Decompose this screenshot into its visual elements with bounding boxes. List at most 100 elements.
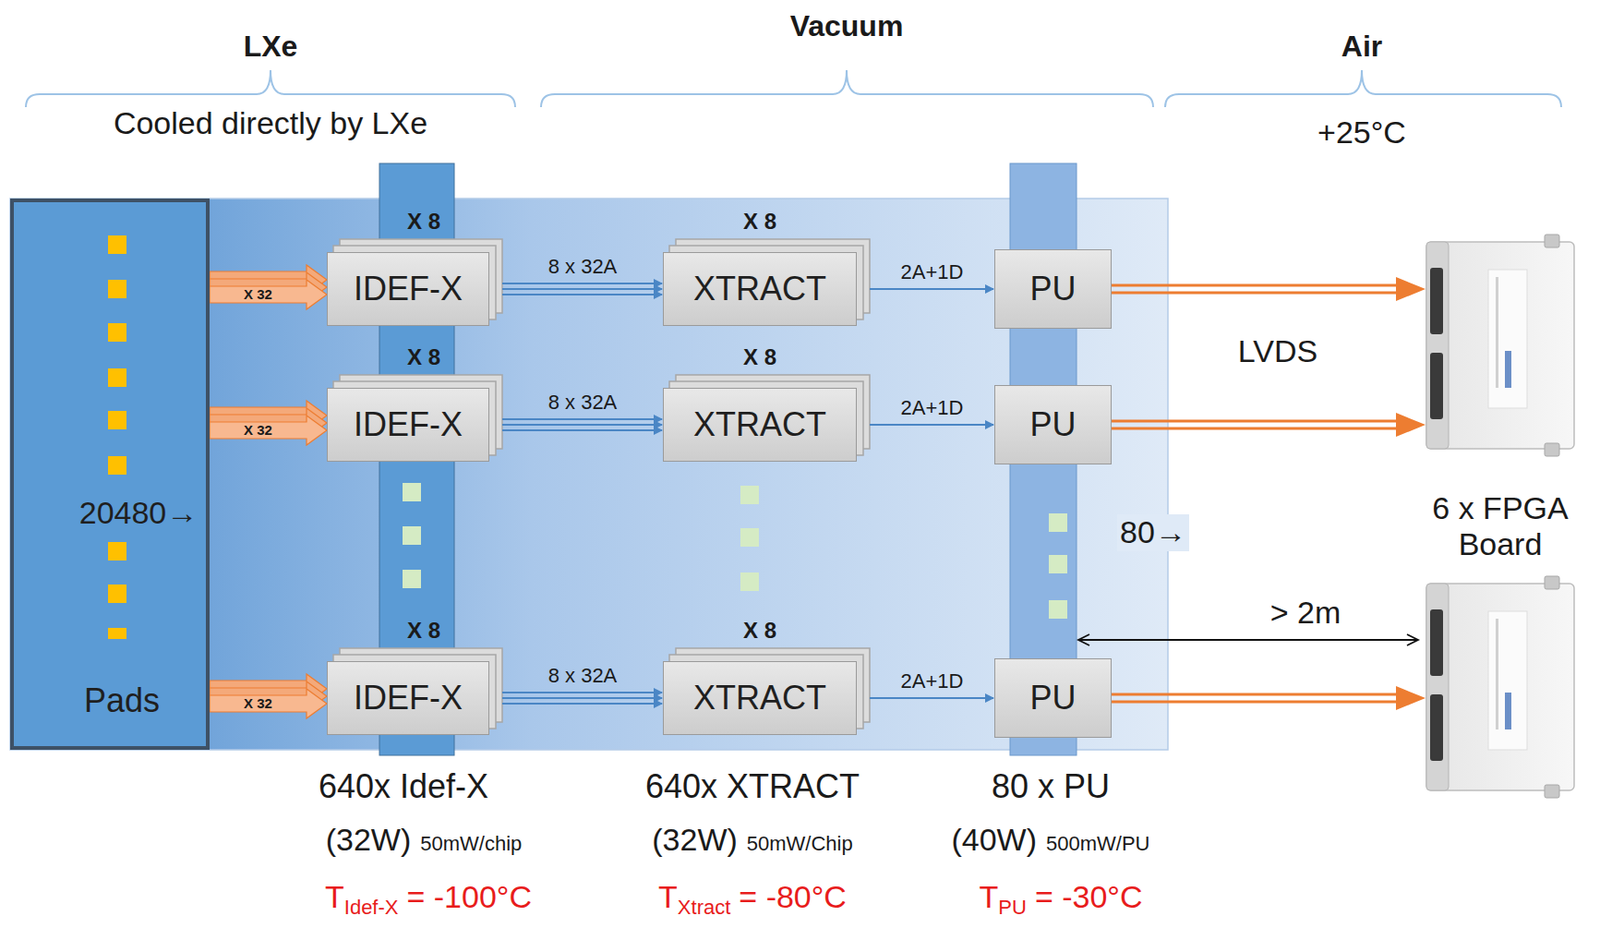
chip-name: IDEF-X — [353, 678, 463, 717]
multiplicity: X 8 — [743, 208, 777, 235]
region-note: +25°C — [1317, 114, 1407, 151]
temperature-value: = -100°C — [406, 878, 532, 915]
multiplicity: X 8 — [407, 617, 441, 644]
spec-line: (32W) 50mW/chip — [325, 821, 523, 858]
lvds-arrowhead — [1395, 276, 1426, 710]
signal-label: 2A+1D — [901, 396, 964, 420]
temperature-subscript: Xtract — [677, 895, 731, 919]
power-per-chip: 50mW/chip — [420, 831, 522, 855]
xtract-chip: XTRACT — [662, 252, 857, 326]
processing-unit: PU — [994, 249, 1112, 329]
signal-line — [869, 288, 994, 290]
link-type: LVDS — [1238, 333, 1318, 370]
chip-count: 640x XTRACT — [645, 767, 860, 806]
signal-line — [502, 283, 662, 295]
signal-line — [502, 691, 662, 694]
vacuum-panel — [10, 198, 1168, 750]
signal-bundle-arrow — [209, 264, 327, 310]
signal-bundle-arrow — [209, 415, 327, 446]
temperature-subscript: PU — [998, 895, 1027, 919]
fpga-board — [1426, 234, 1575, 457]
signal-line — [502, 282, 662, 285]
signal-bundle-arrow — [209, 400, 327, 446]
signal-label: 8 x 32A — [548, 390, 618, 414]
signal-label: X 32 — [241, 287, 275, 302]
signal-line — [869, 424, 994, 426]
signal-label: 8 x 32A — [548, 254, 618, 278]
power-per-chip: 500mW/PU — [1046, 831, 1150, 855]
signal-bundle-arrow — [209, 279, 327, 310]
xtract-chip: XTRACT — [662, 661, 857, 735]
xtract-chip: XTRACT — [662, 387, 857, 462]
chip-name: IDEF-X — [353, 405, 463, 444]
signal-line — [502, 423, 662, 426]
power-per-chip: 50mW/Chip — [746, 831, 854, 855]
channel-count: 20480→ — [79, 494, 199, 531]
signal-label: 2A+1D — [901, 260, 964, 284]
temperature-symbol: T — [658, 878, 678, 915]
signal-line — [502, 702, 662, 705]
signal-line — [502, 697, 662, 699]
power-total: (32W) — [325, 821, 412, 858]
temperature-symbol: T — [324, 878, 345, 915]
region-brace — [25, 70, 1562, 108]
board-label: 6 x FPGA Board — [1407, 490, 1593, 563]
region-title: Vacuum — [790, 9, 904, 44]
temperature-value: = -80°C — [738, 878, 847, 915]
signal-line — [502, 419, 662, 431]
lxe-volume — [10, 198, 210, 750]
chip-name: PU — [1029, 269, 1076, 308]
signal-line — [869, 288, 994, 290]
temperature-subscript: Idef-X — [344, 895, 399, 919]
multiplicity: X 8 — [407, 344, 441, 371]
signal-line — [869, 423, 994, 426]
chip-name: IDEF-X — [353, 269, 463, 308]
dimension: > 2m — [1270, 594, 1342, 631]
spec-line: TXtract= -80°C — [658, 878, 847, 915]
signal-line — [502, 288, 662, 290]
signal-line — [869, 697, 994, 699]
signal-bundle-arrow — [209, 688, 327, 719]
chip-count: 80 x PU — [991, 767, 1110, 806]
region-note: Cooled directly by LXe — [113, 105, 428, 142]
idefx-chip: IDEF-X — [326, 661, 490, 735]
temperature-symbol: T — [979, 878, 999, 915]
idefx-chip: IDEF-X — [326, 387, 490, 462]
chip-name: PU — [1029, 678, 1076, 717]
multiplicity: X 8 — [743, 617, 777, 644]
chip-name: XTRACT — [693, 405, 827, 444]
power-total: (40W) — [950, 821, 1037, 858]
pad-squares — [108, 235, 127, 639]
region-title: LXe — [243, 29, 299, 64]
dimension-arrow — [1078, 634, 1419, 646]
signal-line — [502, 692, 662, 704]
fpga-board — [1426, 576, 1575, 798]
chip-name: XTRACT — [693, 269, 827, 308]
pad-array: 20480→ Pads — [10, 198, 210, 750]
chip-name: PU — [1029, 405, 1076, 444]
processing-unit: PU — [994, 384, 1112, 465]
signal-line — [502, 293, 662, 296]
power-total: (32W) — [651, 821, 738, 858]
channel-count: 80→ — [1117, 514, 1190, 551]
signal-label: X 32 — [241, 696, 275, 711]
region-title: Air — [1341, 29, 1383, 64]
signal-line — [502, 418, 662, 421]
continuation-dots — [402, 482, 1068, 619]
signal-line — [869, 697, 994, 699]
spec-line: (40W) 500mW/PU — [950, 821, 1150, 858]
signal-label: 2A+1D — [901, 669, 964, 693]
spec-line: TPU= -30°C — [979, 878, 1143, 915]
signal-label: X 32 — [241, 422, 275, 438]
multiplicity: X 8 — [407, 208, 441, 235]
pads-label: Pads — [84, 681, 160, 720]
processing-unit: PU — [994, 658, 1112, 738]
chip-name: XTRACT — [693, 678, 827, 717]
signal-line — [502, 429, 662, 432]
signal-bundle-arrow — [209, 673, 327, 719]
temperature-value: = -30°C — [1034, 878, 1143, 915]
idefx-chip: IDEF-X — [326, 252, 490, 326]
spec-line: TIdef-X= -100°C — [324, 878, 532, 915]
signal-label: 8 x 32A — [548, 663, 618, 687]
